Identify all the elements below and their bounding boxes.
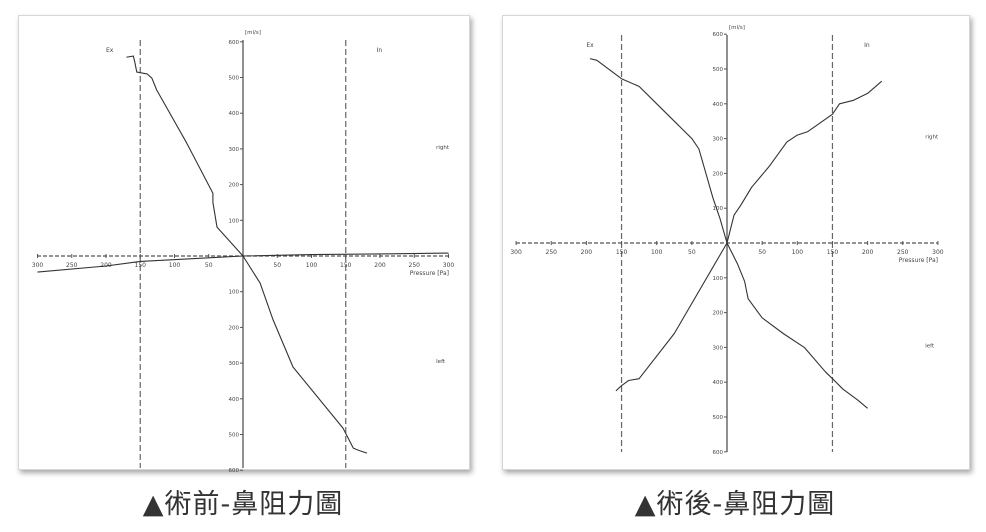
x-tick-label: 100 xyxy=(169,262,181,269)
chart-preop: 300 250 200 150 100 50 50 100 150 200 250 300 600 500… xyxy=(32,30,455,474)
y-tick-label: 600 xyxy=(229,468,240,474)
y-tick-label: 400 xyxy=(229,397,240,403)
x-tick-label: 50 xyxy=(273,262,281,269)
chart-title-preop: ▲術前-鼻阻力圖 xyxy=(142,489,344,520)
annotation-right: right xyxy=(436,145,450,151)
series-line xyxy=(615,242,728,392)
x-tick-label: 300 xyxy=(443,262,455,269)
y-tick-label: 200 xyxy=(713,311,724,317)
y-tick-label: 300 xyxy=(713,345,724,351)
x-axis-label: Pressure [Pa] xyxy=(899,257,938,264)
chart-title-postop: ▲術後-鼻阻力圖 xyxy=(634,489,836,520)
y-tick-label: 100 xyxy=(713,276,724,282)
y-tick-label: 100 xyxy=(229,218,240,224)
annotation-ex: Ex xyxy=(106,47,114,54)
x-tick-label: 100 xyxy=(651,249,663,256)
x-tick-label: 250 xyxy=(897,249,909,256)
y-axis-label: [ml/s] xyxy=(729,25,745,31)
annotation-left: left xyxy=(436,359,446,365)
x-axis-label: Pressure [Pa] xyxy=(410,270,449,277)
x-tick-label: 300 xyxy=(32,262,44,269)
x-tick-label: 50 xyxy=(758,249,766,256)
y-tick-label: 600 xyxy=(713,32,724,38)
series-line xyxy=(726,242,868,409)
y-tick-label: 600 xyxy=(229,40,240,46)
y-tick-label: 300 xyxy=(229,147,240,153)
y-tick-label: 200 xyxy=(229,183,240,189)
y-tick-label: 200 xyxy=(713,171,724,177)
annotation-right: right xyxy=(925,135,939,141)
x-tick-label: 250 xyxy=(66,262,78,269)
y-tick-label: 500 xyxy=(713,67,724,73)
annotation-left: left xyxy=(925,343,935,349)
x-tick-label: 200 xyxy=(581,249,593,256)
x-tick-label: 50 xyxy=(688,249,696,256)
x-tick-label: 150 xyxy=(616,249,628,256)
x-tick-label: 250 xyxy=(546,249,558,256)
x-tick-label: 100 xyxy=(306,262,318,269)
y-tick-label: 400 xyxy=(713,380,724,386)
y-tick-label: 100 xyxy=(229,290,240,296)
y-tick-label: 300 xyxy=(713,137,724,143)
series-line xyxy=(726,80,883,244)
y-tick-label: 400 xyxy=(713,102,724,108)
x-tick-label: 150 xyxy=(827,249,839,256)
y-tick-label: 400 xyxy=(229,111,240,117)
x-tick-label: 50 xyxy=(205,262,213,269)
annotation-ex: Ex xyxy=(586,42,594,49)
series-line xyxy=(126,55,244,257)
y-tick-label: 500 xyxy=(229,433,240,439)
chart-postop: 300 250 200 150 100 50 50 100 150 200 250 300 600 500… xyxy=(510,25,943,456)
x-tick-label: 100 xyxy=(792,249,804,256)
x-tick-label: 200 xyxy=(862,249,874,256)
chart-panel-preop xyxy=(18,15,470,470)
x-tick-label: 250 xyxy=(409,262,421,269)
series-line xyxy=(37,252,449,273)
y-tick-label: 500 xyxy=(713,415,724,421)
y-tick-label: 600 xyxy=(713,450,724,456)
series-line xyxy=(242,255,368,454)
y-tick-label: 100 xyxy=(713,206,724,212)
x-tick-label: 150 xyxy=(340,262,352,269)
y-tick-label: 300 xyxy=(229,361,240,367)
y-tick-label: 500 xyxy=(229,76,240,82)
series-line xyxy=(589,58,728,244)
y-tick-label: 200 xyxy=(229,325,240,331)
x-tick-label: 150 xyxy=(135,262,147,269)
x-tick-label: 200 xyxy=(374,262,386,269)
annotation-in: In xyxy=(377,47,383,54)
x-tick-label: 300 xyxy=(932,249,944,256)
annotation-in: In xyxy=(864,42,870,49)
x-tick-label: 300 xyxy=(510,249,522,256)
y-axis-label: [ml/s] xyxy=(245,30,261,36)
